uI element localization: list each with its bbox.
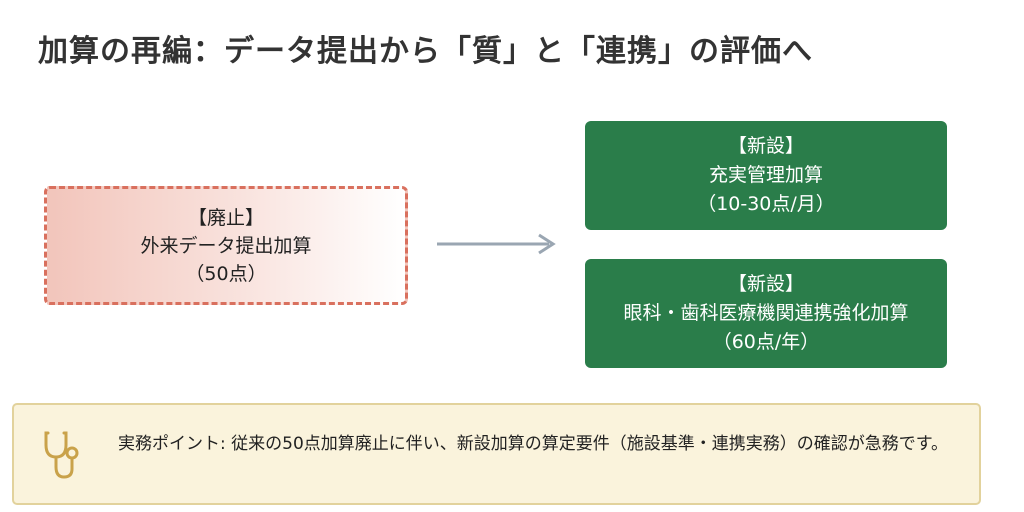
new-item-tag: 【新設】 [727, 135, 804, 157]
new-item-name: 充実管理加算 [708, 164, 823, 186]
new-item-name: 眼科・歯科医療機関連携強化加算 [623, 302, 909, 324]
new-item-tag: 【新設】 [727, 273, 804, 295]
new-item-points: （10-30点/月） [697, 193, 835, 215]
abolished-tag: 【廃止】 [187, 206, 264, 229]
practice-note-text: 実務ポイント: 従来の50点加算廃止に伴い、新設加算の算定要件（施設基準・連携実… [118, 434, 949, 454]
new-item-box: 【新設】 充実管理加算 （10-30点/月） [585, 121, 947, 230]
abolished-item-box: 【廃止】 外来データ提出加算 （50点） [44, 186, 408, 305]
new-item-box: 【新設】 眼科・歯科医療機関連携強化加算 （60点/年） [585, 259, 947, 368]
abolished-name: 外来データ提出加算 [140, 234, 312, 257]
practice-note-box: 実務ポイント: 従来の50点加算廃止に伴い、新設加算の算定要件（施設基準・連携実… [12, 403, 981, 505]
abolished-points: （50点） [185, 262, 267, 285]
arrow-right-icon [437, 233, 556, 255]
page-title: 加算の再編：データ提出から「質」と「連携」の評価へ [38, 34, 813, 69]
stethoscope-icon [44, 431, 79, 479]
new-item-points: （60点/年） [712, 331, 820, 353]
